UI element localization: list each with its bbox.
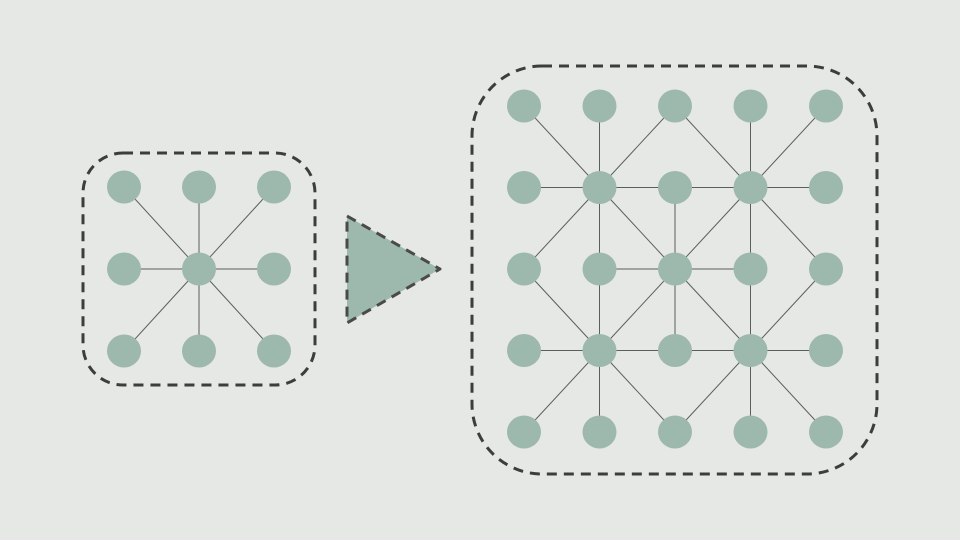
small-grid-nodes (107, 170, 291, 368)
large-grid-edge (523, 350, 600, 433)
small-grid-edge (198, 186, 275, 270)
large-grid-edge (523, 105, 600, 188)
large-grid-edge (674, 268, 751, 351)
large-grid-edge (599, 350, 676, 433)
small-grid-frame (81, 151, 317, 387)
small-grid-node (257, 334, 291, 368)
large-grid-node (658, 334, 692, 367)
large-grid-edge (750, 187, 827, 270)
small-grid-node (182, 334, 216, 368)
large-grid-hub-node (733, 171, 768, 204)
large-grid-frame (470, 64, 879, 476)
expand-arrow (345, 214, 442, 325)
large-grid-edge (599, 105, 676, 188)
large-grid-node (733, 252, 768, 286)
large-grid-edge (750, 105, 827, 188)
large-grid-edge (674, 105, 751, 188)
large-grid-edge (599, 268, 676, 351)
small-grid-node (107, 170, 141, 204)
large-grid-node (733, 415, 768, 449)
large-grid-node (507, 415, 541, 449)
small-grid-node (107, 334, 141, 368)
large-grid-hub-node (582, 171, 617, 204)
large-grid (470, 64, 879, 476)
large-grid-hub-node (658, 252, 692, 286)
large-grid-edge (750, 350, 827, 433)
small-grid-node (257, 252, 291, 286)
large-grid-node (507, 171, 541, 204)
large-grid-edge (599, 187, 676, 270)
large-grid-node (582, 89, 617, 123)
large-grid-node (507, 89, 541, 123)
large-grid-edge (523, 268, 600, 351)
large-grid-node (809, 415, 843, 449)
small-grid-hub-node (182, 252, 216, 286)
large-grid-node (809, 89, 843, 123)
large-grid-edge (523, 187, 600, 270)
small-grid-edge (198, 268, 275, 352)
large-grid-edge (674, 187, 751, 270)
large-grid-node (658, 415, 692, 449)
large-grid-node (658, 171, 692, 204)
large-grid-edge (674, 350, 751, 433)
large-grid-hub-node (733, 334, 768, 367)
large-grid-node (733, 89, 768, 123)
large-grid-edge (750, 268, 827, 351)
large-grid-node (507, 252, 541, 286)
small-grid-node (257, 170, 291, 204)
large-grid-node (658, 89, 692, 123)
large-grid-node (582, 415, 617, 449)
small-grid (81, 151, 317, 387)
small-grid-node (182, 170, 216, 204)
large-grid-node (582, 252, 617, 286)
large-grid-node (809, 171, 843, 204)
large-grid-node (809, 252, 843, 286)
large-grid-node (809, 334, 843, 367)
large-grid-nodes (507, 89, 843, 449)
small-grid-edge (123, 186, 200, 270)
small-grid-node (107, 252, 141, 286)
large-grid-node (507, 334, 541, 367)
large-grid-hub-node (582, 334, 617, 367)
small-grid-edge (123, 268, 200, 352)
